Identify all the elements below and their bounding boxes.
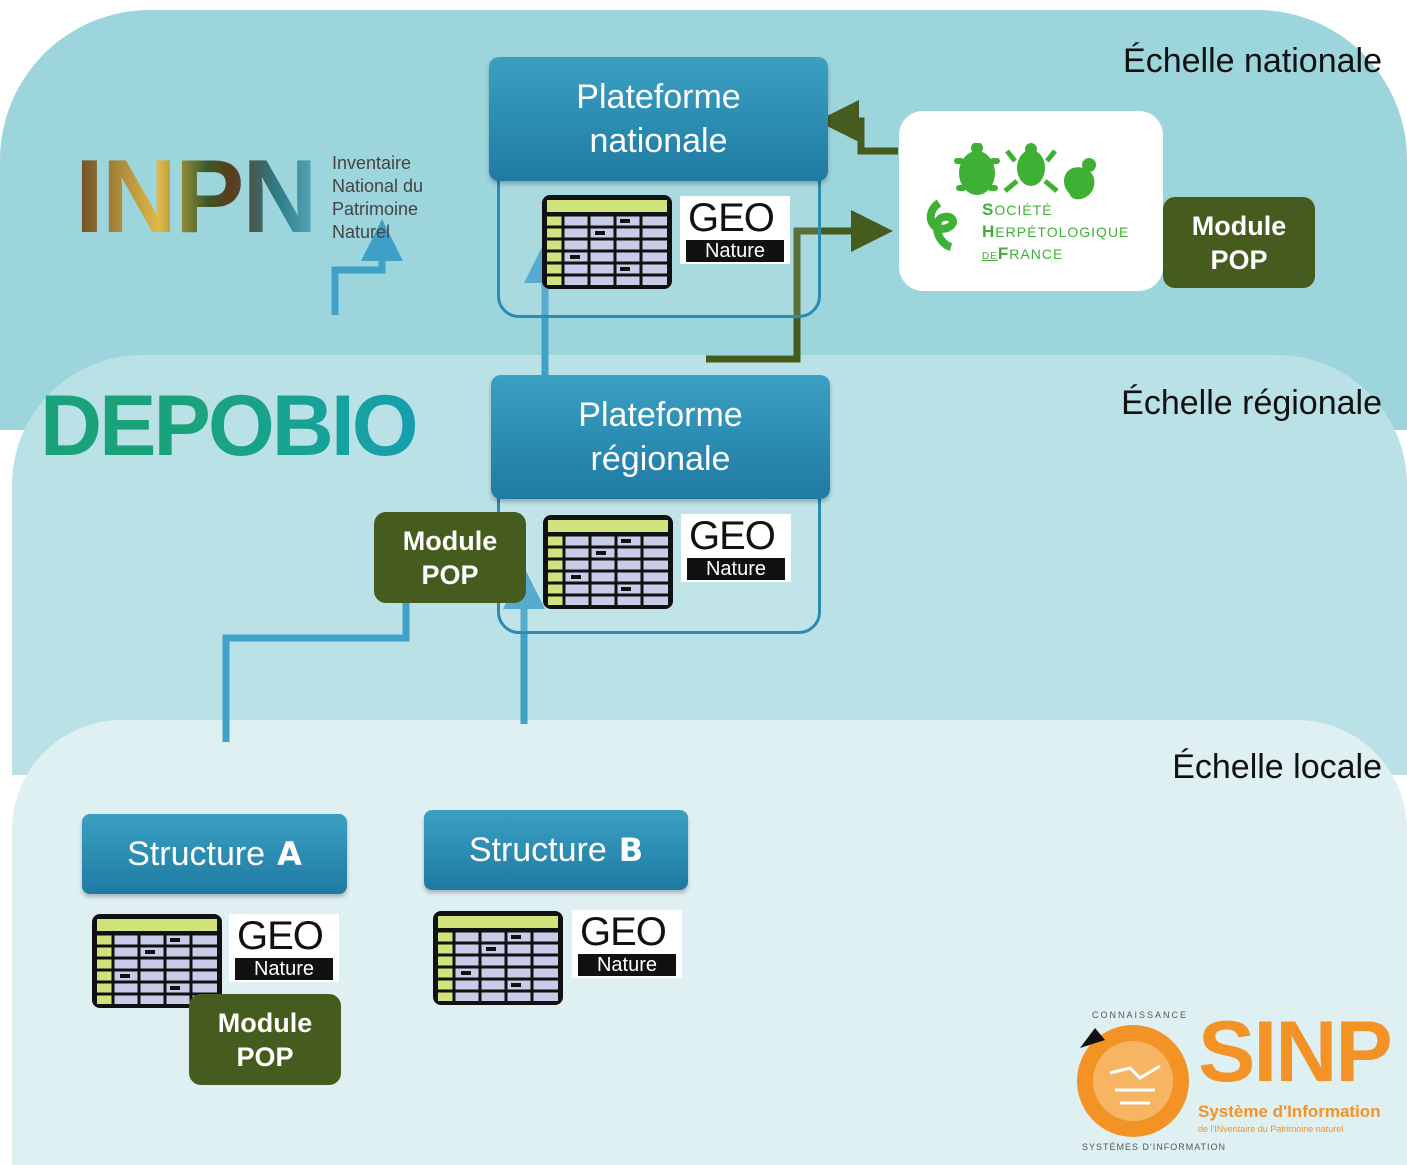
module-pop-line1: Module <box>217 1007 313 1038</box>
inpn-line3: Patrimoine <box>332 199 419 219</box>
structure-b-box: Structure B <box>424 810 688 890</box>
module-pop-regional: Module POP <box>374 512 526 603</box>
regional-platform-line1: Plateforme <box>578 396 743 434</box>
local-scale-label: Échelle locale <box>1172 748 1382 786</box>
geonature-logo: GEO Nature <box>572 910 682 978</box>
structure-b-letter: B <box>618 831 644 869</box>
module-pop-structure-a: Module POP <box>189 994 341 1085</box>
geonature-logo-top: GEO <box>237 914 324 958</box>
shf-to-national-arrow <box>817 100 898 155</box>
sinp-ring-bottom: SYSTÈMES D'INFORMATION <box>1082 1142 1227 1152</box>
shf-logo-card: SOCIÉTÉ HERPÉTOLOGIQUE DEFRANCE <box>899 111 1163 291</box>
structure-a-label: Structure <box>127 834 266 873</box>
geonature-logo: GEO Nature <box>229 914 339 982</box>
regional-scale-label: Échelle régionale <box>1121 384 1382 422</box>
module-pop-line1: Module <box>1191 210 1287 241</box>
geonature-logo-bottom: Nature <box>235 958 333 980</box>
shf-initial-f: F <box>997 244 1010 263</box>
shf-initial-h: H <box>982 222 996 241</box>
depobio-logo: DEPOBIO <box>40 378 419 474</box>
geonature-logo-bottom: Nature <box>578 954 676 976</box>
inpn-wordmark: Inventaire National du Patrimoine Nature… <box>332 152 423 244</box>
geonature-logo: GEO Nature <box>681 514 791 582</box>
module-pop-line2: POP <box>421 559 479 590</box>
database-table-icon <box>433 911 563 1005</box>
shf-initial-s: S <box>982 200 995 219</box>
national-platform-box: Plateforme nationale <box>489 57 828 181</box>
shf-line3: RANCE <box>1009 246 1064 262</box>
geonature-logo-top: GEO <box>580 910 667 954</box>
shf-line3-prefix: DE <box>982 251 998 262</box>
module-pop-line2: POP <box>236 1041 294 1072</box>
national-platform-line1: Plateforme <box>576 78 741 116</box>
shf-line2: ERPÉTOLOGIQUE <box>995 224 1130 240</box>
geonature-logo-bottom: Nature <box>687 558 785 580</box>
database-table-icon <box>543 515 673 609</box>
regional-platform-line2: régionale <box>590 440 731 478</box>
module-pop-national: Module POP <box>1163 197 1315 288</box>
sinp-logo: CONNAISSANCE SYSTÈMES D'INFORMATION SINP… <box>1062 1008 1397 1158</box>
sinp-tagline: de l'INventaire du Patrimoine naturel <box>1198 1124 1344 1134</box>
inpn-line4: Naturel <box>332 222 391 242</box>
sinp-ring-top: CONNAISSANCE <box>1092 1010 1189 1020</box>
inpn-arrow <box>331 219 403 315</box>
database-table-icon <box>92 914 222 1008</box>
database-table-icon <box>542 195 672 289</box>
sinp-subtitle: Système d'Information <box>1198 1102 1381 1121</box>
structure-a-box: Structure A <box>82 814 347 894</box>
inpn-line1: Inventaire <box>332 153 412 173</box>
geonature-logo: GEO Nature <box>680 196 790 264</box>
shf-wordmark: SOCIÉTÉ HERPÉTOLOGIQUE DEFRANCE <box>982 199 1129 268</box>
national-scale-label: Échelle nationale <box>1123 42 1382 80</box>
module-pop-line1: Module <box>402 525 498 556</box>
structure-a-letter: A <box>277 835 302 873</box>
structure-b-label: Structure <box>468 830 607 869</box>
regional-to-shf-arrow <box>706 210 893 363</box>
geonature-logo-bottom: Nature <box>686 240 784 262</box>
national-platform-line2: nationale <box>589 122 728 160</box>
module-pop-line2: POP <box>1210 244 1268 275</box>
regional-platform-box: Plateforme régionale <box>491 375 830 499</box>
sinp-globe-icon <box>1077 1025 1189 1137</box>
reptile-amphibian-icon <box>926 143 1096 251</box>
inpn-letters: INPN <box>75 139 317 255</box>
inpn-line2: National du <box>332 176 424 196</box>
inpn-logo: INPN Inventaire National du Patrimoine N… <box>75 139 435 255</box>
shf-line1: OCIÉTÉ <box>994 202 1053 218</box>
sinp-title: SINP <box>1198 1004 1393 1100</box>
geonature-logo-top: GEO <box>688 196 775 240</box>
structure-a-to-module-arrow <box>222 602 410 742</box>
geonature-logo-top: GEO <box>689 514 776 558</box>
